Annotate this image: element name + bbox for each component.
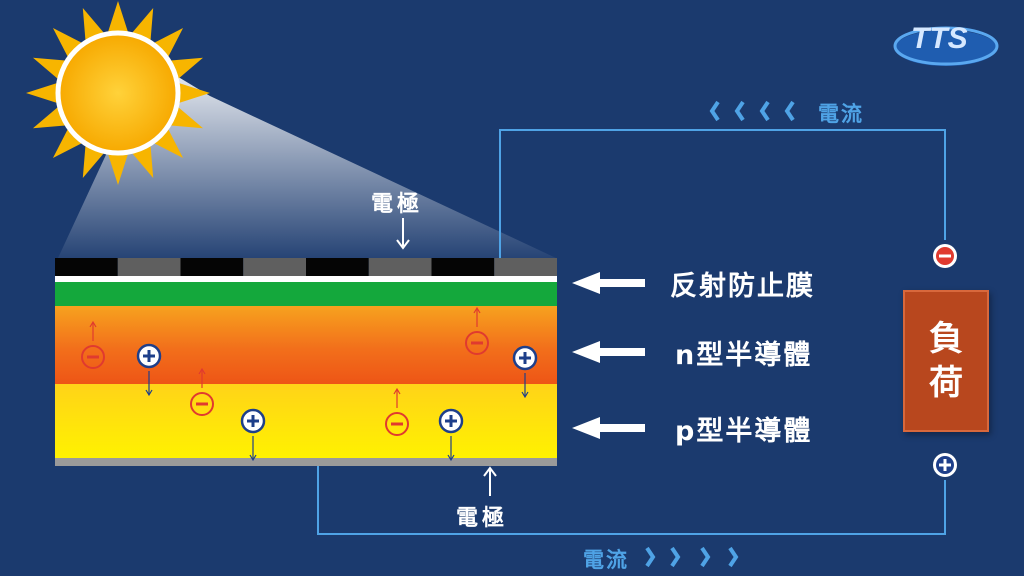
chevron-right-icon xyxy=(700,546,711,568)
sun-ray xyxy=(170,107,203,129)
chevron-right-icon xyxy=(645,546,656,568)
sun-ray xyxy=(170,57,203,79)
electrode-segment xyxy=(117,258,181,276)
arrow-left-icon xyxy=(572,272,645,439)
chevron-left-icon xyxy=(784,100,795,122)
p-type-semiconductor-layer xyxy=(55,384,557,458)
electrode-segment xyxy=(55,258,118,276)
charge-carriers xyxy=(81,306,538,462)
sun-ray xyxy=(82,145,104,178)
anti-reflection-label: 反射防止膜 xyxy=(670,271,815,302)
top-electrode-strip xyxy=(55,258,557,276)
sun-ray xyxy=(33,57,66,79)
top-electrode-label: 電極 xyxy=(371,192,424,217)
chevron-right-icon xyxy=(728,546,739,568)
electron-icon xyxy=(385,387,409,436)
electron-icon xyxy=(190,367,214,416)
electron-icon xyxy=(465,306,489,355)
load-box: 負 荷 xyxy=(903,290,989,432)
chevron-left-icon xyxy=(734,100,745,122)
logo-icon: TTS xyxy=(893,22,999,66)
hole-icon xyxy=(438,408,464,462)
electrode-segment xyxy=(306,258,369,276)
logo-text: TTS xyxy=(911,22,968,55)
anti-reflection-film-layer xyxy=(55,282,557,306)
electrode-segment xyxy=(431,258,495,276)
n-type-semiconductor-layer xyxy=(55,306,557,384)
sun-ray xyxy=(26,83,57,103)
electron-icon xyxy=(81,320,105,369)
current-chevrons-bottom xyxy=(645,546,739,568)
plus-terminal-icon xyxy=(933,453,957,477)
n-type-label: n型半導體 xyxy=(675,340,813,371)
chevron-right-icon xyxy=(670,546,681,568)
p-type-label: p型半導體 xyxy=(675,416,813,447)
load-label-2: 荷 xyxy=(929,363,963,403)
circuit-wire-top xyxy=(499,129,946,258)
circuit-wire-bottom xyxy=(317,466,946,535)
electrode-segment xyxy=(243,258,306,276)
white-film-layer xyxy=(55,276,557,282)
bottom-electrode-label: 電極 xyxy=(456,506,509,531)
chevron-left-icon xyxy=(759,100,770,122)
sun-ray xyxy=(108,1,128,32)
sun-ray xyxy=(132,8,154,41)
sun-ray xyxy=(179,83,210,103)
sun-ray xyxy=(33,107,66,129)
hole-icon xyxy=(240,408,266,462)
electrode-segment xyxy=(180,258,244,276)
hole-icon xyxy=(136,343,162,397)
current-label-top: 電流 xyxy=(818,102,864,126)
electrode-segment xyxy=(494,258,557,276)
light-beam xyxy=(58,60,556,258)
chevron-left-icon xyxy=(709,100,720,122)
minus-terminal-icon xyxy=(933,244,957,268)
load-label-1: 負 xyxy=(929,319,963,359)
hole-icon xyxy=(512,345,538,399)
electrode-segment xyxy=(368,258,432,276)
sun-core xyxy=(55,30,181,156)
current-label-bottom: 電流 xyxy=(583,548,629,572)
bottom-electrode-layer xyxy=(55,458,557,466)
current-chevrons-top xyxy=(709,100,795,122)
sun-ray xyxy=(132,145,154,178)
sun-ray xyxy=(82,8,104,41)
sun-ray xyxy=(108,154,128,185)
